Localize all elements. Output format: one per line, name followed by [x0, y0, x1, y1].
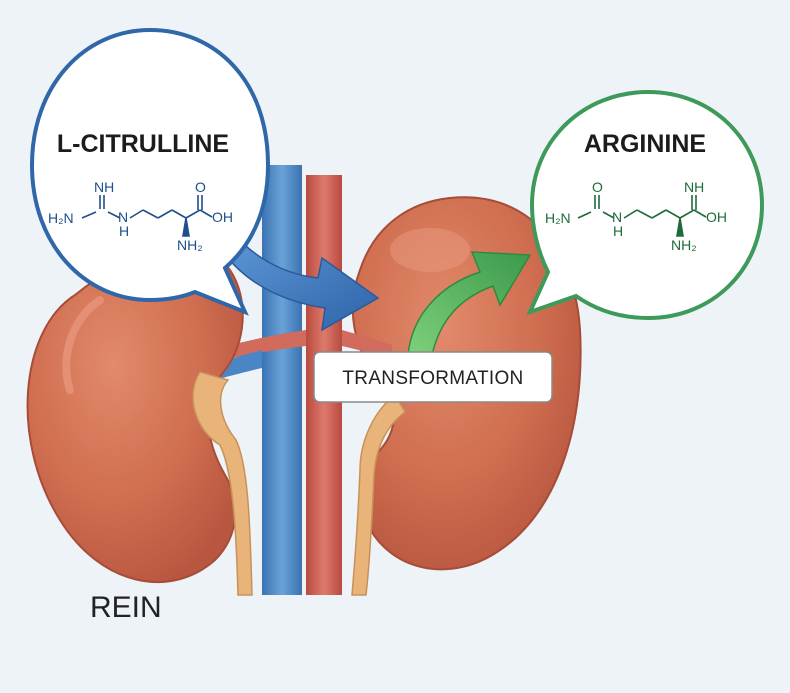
- right-ureter: [351, 393, 406, 596]
- l-citrulline-atoms: NH H₂N N H O OH NH₂: [48, 179, 233, 253]
- svg-text:H₂N: H₂N: [545, 210, 571, 226]
- svg-text:O: O: [592, 179, 603, 195]
- left-kidney: [26, 247, 253, 596]
- left-ureter: [192, 371, 253, 596]
- l-citrulline-title: L-CITRULLINE: [57, 130, 229, 158]
- svg-text:NH: NH: [684, 179, 704, 195]
- arginine-atoms: O H₂N N H NH OH NH₂: [545, 179, 727, 253]
- vein: [262, 165, 302, 595]
- svg-text:N: N: [118, 209, 128, 225]
- transformation-label: TRANSFORMATION: [313, 351, 553, 403]
- l-citrulline-bubble: L-CITRULLINE NH H₂N N H O OH NH₂: [29, 27, 271, 316]
- svg-text:H: H: [119, 223, 129, 239]
- output-arrow: [407, 251, 532, 356]
- svg-text:OH: OH: [212, 209, 233, 225]
- svg-text:NH: NH: [94, 179, 114, 195]
- arginine-title: ARGININE: [584, 130, 706, 158]
- svg-text:H₂N: H₂N: [48, 210, 74, 226]
- svg-text:OH: OH: [706, 209, 727, 225]
- svg-text:NH₂: NH₂: [177, 237, 203, 253]
- l-citrulline-structure: [81, 195, 213, 237]
- arginine-bubble: ARGININE O H₂N N H NH OH NH₂: [526, 89, 765, 321]
- svg-text:TRANSFORMATION: TRANSFORMATION: [342, 368, 523, 389]
- svg-text:N: N: [612, 209, 622, 225]
- arginine-structure: [577, 195, 707, 237]
- organ-label: REIN: [90, 591, 162, 624]
- svg-text:H: H: [613, 223, 623, 239]
- intake-arrow: [227, 236, 380, 332]
- svg-text:NH₂: NH₂: [671, 237, 697, 253]
- svg-text:O: O: [195, 179, 206, 195]
